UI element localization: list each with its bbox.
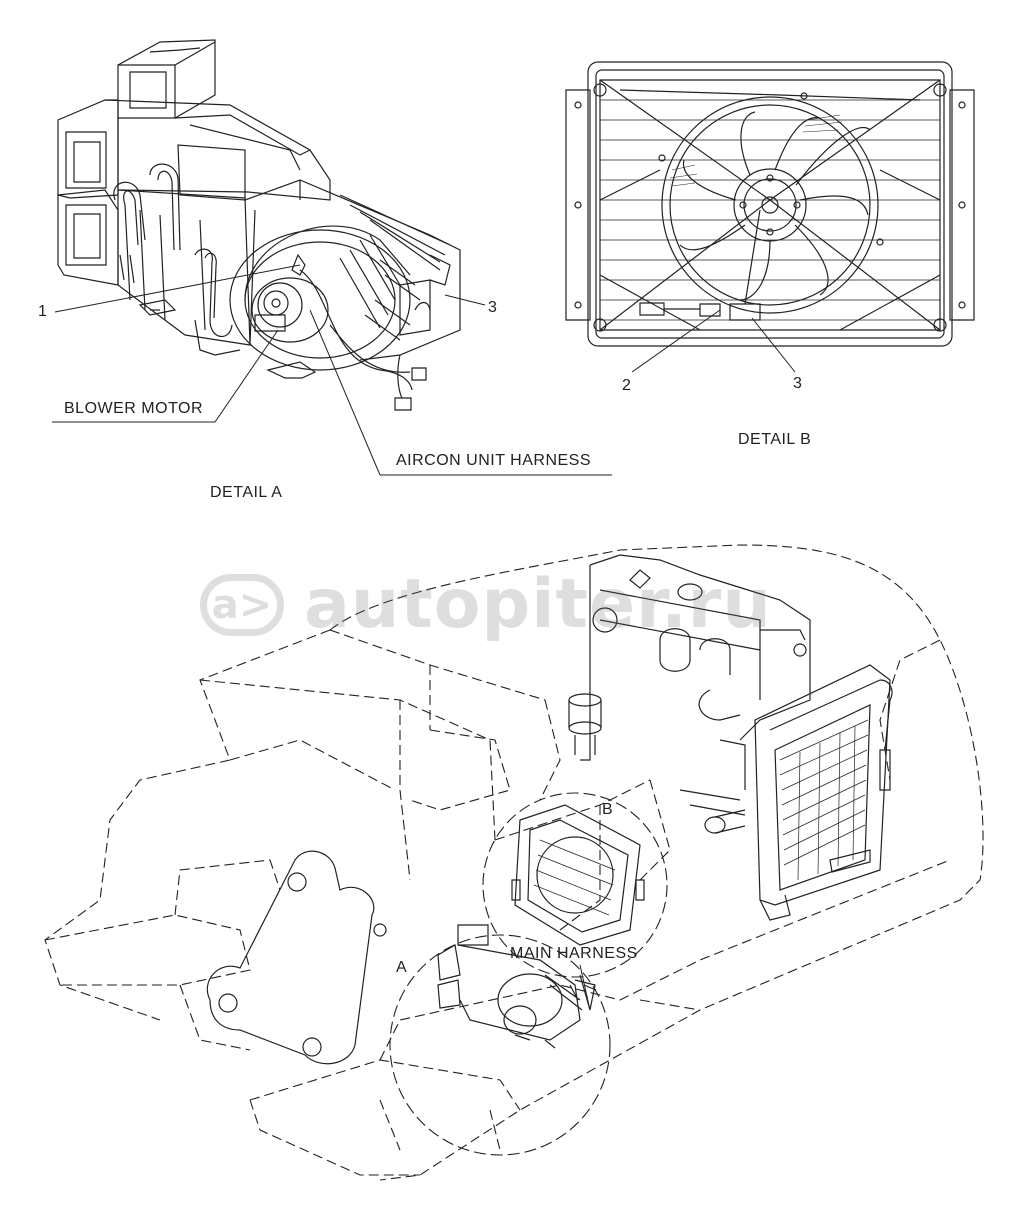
main-view-solid	[207, 555, 892, 1064]
leader-b-3	[752, 318, 795, 372]
leader-b-2	[632, 310, 720, 372]
detail-a-callout-3: 3	[488, 299, 498, 316]
detail-a-drawing	[58, 40, 460, 410]
leader-blower-motor	[52, 330, 278, 422]
detail-circles	[390, 793, 667, 1155]
main-harness-label: MAIN HARNESS	[510, 945, 638, 962]
circle-a-label: A	[396, 959, 408, 976]
circle-b-label: B	[602, 801, 614, 818]
detail-a-leaders	[52, 265, 612, 475]
main-view-drawing	[45, 545, 983, 1180]
leader-aircon-harness	[310, 310, 612, 475]
aircon-unit-harness-label: AIRCON UNIT HARNESS	[396, 452, 592, 469]
leader-3	[445, 295, 485, 305]
main-harness-leader	[580, 965, 596, 1010]
detail-b-callout-3: 3	[793, 375, 803, 392]
blower-motor-label: BLOWER MOTOR	[64, 400, 204, 417]
detail-b-callout-2: 2	[622, 377, 632, 394]
detail-b-leaders	[632, 310, 795, 372]
detail-b-title: DETAIL B	[738, 431, 812, 448]
detail-circle-a	[390, 935, 610, 1155]
leader-1	[55, 265, 300, 312]
detail-b-drawing	[566, 62, 974, 346]
detail-a-callout-1: 1	[38, 303, 48, 320]
detail-circle-b	[483, 793, 667, 977]
detail-a-title: DETAIL A	[210, 484, 283, 501]
